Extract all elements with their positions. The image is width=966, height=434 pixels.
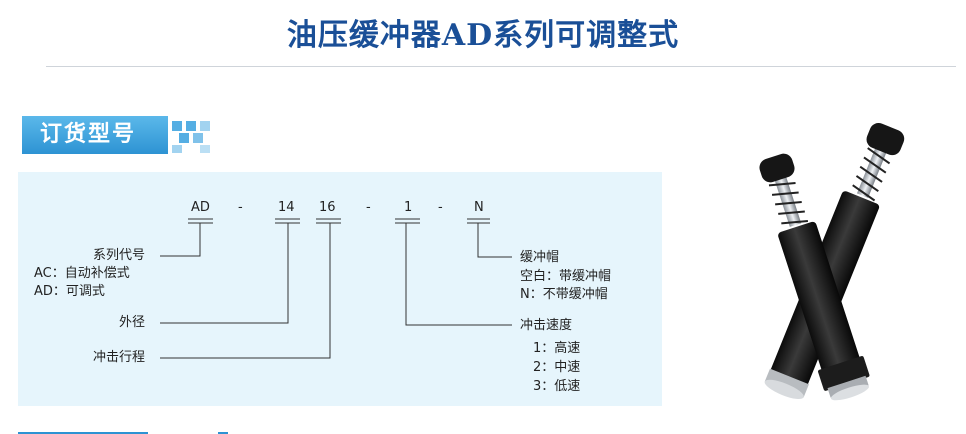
ordering-code-panel xyxy=(18,172,662,406)
code-part-speed: 1 xyxy=(404,200,413,215)
code-separator: - xyxy=(238,200,243,215)
label-cap-with: 空白：带缓冲帽 xyxy=(520,269,612,284)
label-speed-low: 3：低速 xyxy=(533,379,581,394)
code-part-stroke: 16 xyxy=(319,200,336,215)
code-separator: - xyxy=(438,200,443,215)
page-title: 油压缓冲器AD系列可调整式 xyxy=(286,18,680,53)
code-part-series: AD xyxy=(191,200,210,215)
label-speed-high: 1：高速 xyxy=(533,341,581,356)
section-tab-ordering: 订货型号 xyxy=(22,116,168,154)
label-cap-heading: 缓冲帽 xyxy=(520,250,560,265)
label-series-ac: AC：自动补偿式 xyxy=(34,266,130,281)
code-separator: - xyxy=(366,200,371,215)
code-part-diameter: 14 xyxy=(278,200,295,215)
label-cap-without: N：不带缓冲帽 xyxy=(520,287,608,302)
label-speed-heading: 冲击速度 xyxy=(520,318,573,333)
code-part-cap: N xyxy=(474,200,484,215)
footer-accent-mark xyxy=(218,432,228,434)
title-divider xyxy=(46,66,956,67)
footer-accent-line xyxy=(18,432,148,434)
label-outer-diameter: 外径 xyxy=(119,315,146,330)
label-series-heading: 系列代号 xyxy=(93,248,146,263)
label-speed-mid: 2：中速 xyxy=(533,360,581,375)
label-stroke: 冲击行程 xyxy=(93,350,146,365)
label-series-ad: AD：可调式 xyxy=(34,284,105,299)
